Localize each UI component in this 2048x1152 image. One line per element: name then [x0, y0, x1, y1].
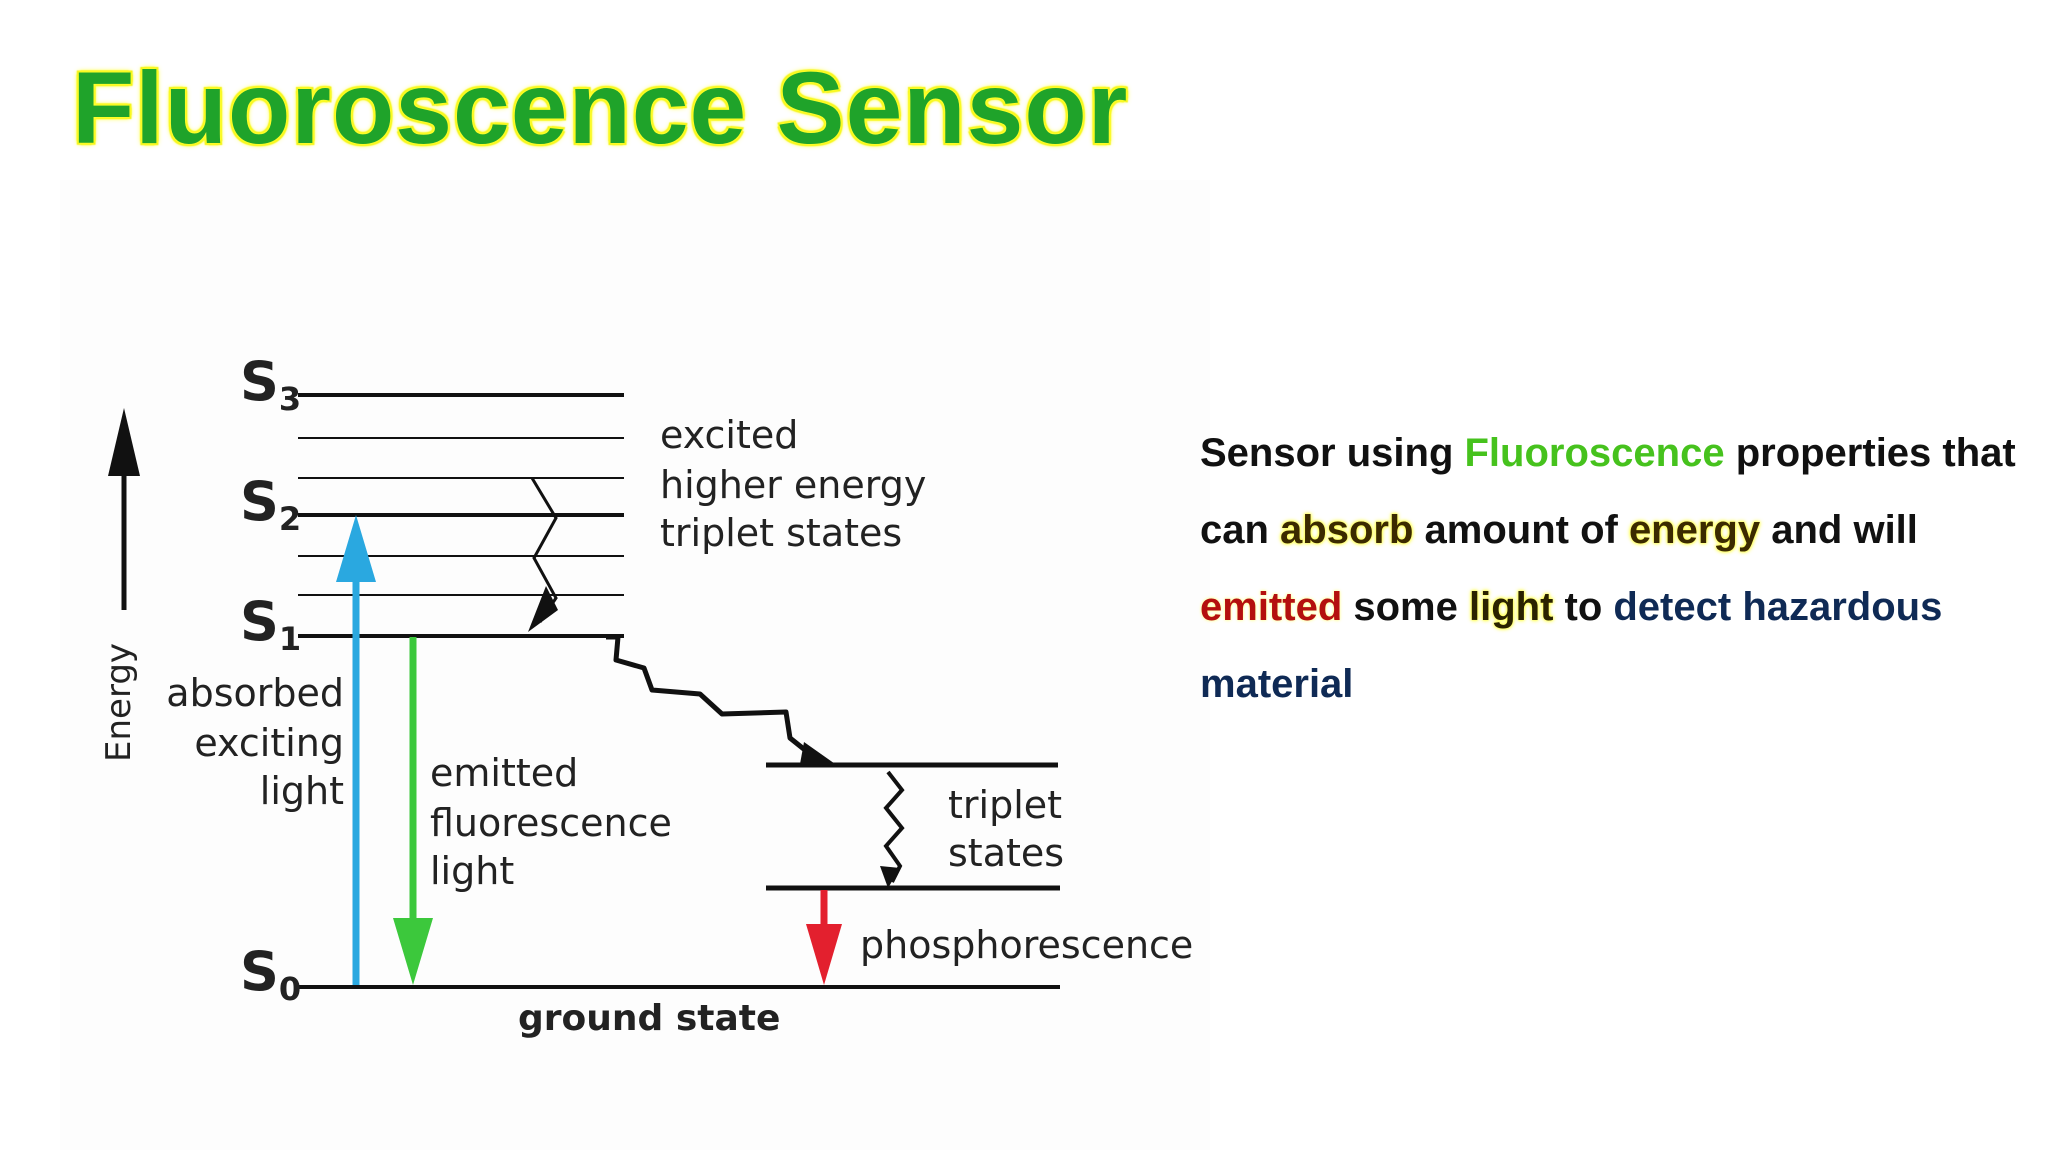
highlight-emitted: emitted [1200, 585, 1343, 629]
emitted-label-line1: emitted [430, 751, 578, 795]
highlight-light: light [1468, 585, 1554, 629]
intersystem-crossing-path [606, 634, 812, 756]
absorbed-light-arrowhead [336, 515, 376, 582]
highlight-energy: energy [1628, 508, 1761, 552]
level-s2-label: S2 [240, 470, 301, 538]
absorbed-label-line2: exciting [194, 721, 344, 765]
description-segment: some [1342, 585, 1469, 629]
description-segment: Sensor using [1200, 431, 1465, 475]
ground-state-label: ground state [518, 998, 780, 1039]
level-s0-label: S0 [240, 940, 301, 1008]
description-segment: properties that can [1200, 431, 2016, 552]
fluorescence-arrowhead [393, 918, 433, 985]
level-s3-label: S3 [240, 350, 301, 418]
internal-conversion-arrowhead [528, 586, 558, 632]
description-text: Sensor using Fluoroscence properties tha… [1200, 415, 2030, 723]
triplet-relaxation-arrowhead [880, 866, 900, 888]
triplet-label-line2: states [948, 831, 1064, 875]
description-segment: to [1553, 585, 1614, 629]
absorbed-label-line1: absorbed [166, 671, 344, 715]
description-segment: amount of [1413, 508, 1629, 552]
triplet-label-line1: triplet [948, 783, 1062, 827]
triplet-relaxation-zigzag [883, 770, 905, 883]
description-segment: and will [1760, 508, 1918, 552]
highlight-absorb: absorb [1280, 508, 1414, 552]
emitted-label-line2: fluorescence [430, 801, 672, 845]
highlight-detect: detect [1613, 585, 1732, 629]
description-segment [1731, 585, 1742, 629]
slide-title: Fluoroscence Sensor [72, 51, 1129, 165]
highlight-hazardous-material: hazardous material [1200, 585, 1943, 706]
excited-label-line1: excited [660, 413, 798, 457]
intersystem-crossing-arrowhead [800, 742, 838, 766]
absorbed-label-line3: light [260, 769, 344, 813]
energy-axis-label: Energy [99, 643, 139, 762]
phosphorescence-label: phosphorescence [860, 923, 1193, 967]
emitted-label-line3: light [430, 849, 514, 893]
highlight-fluoroscence: Fluoroscence [1464, 431, 1725, 475]
level-s1-label: S1 [240, 590, 301, 658]
excited-label-line3: triplet states [660, 511, 902, 555]
energy-axis-arrowhead [108, 408, 140, 476]
excited-label-line2: higher energy [660, 463, 926, 507]
phosphorescence-arrowhead [806, 924, 842, 985]
